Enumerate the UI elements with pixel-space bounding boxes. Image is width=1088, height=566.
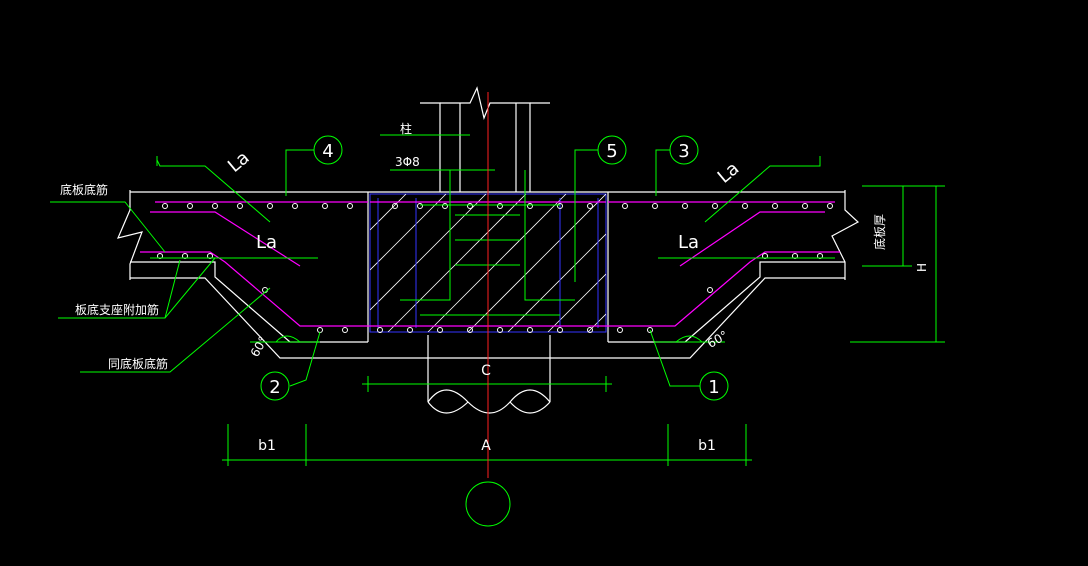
label-la-mid-right: La [678, 232, 699, 253]
top-bar-dots [162, 203, 833, 209]
label-slab-bottom-rebar: 底板底筋 [60, 182, 108, 197]
marker-2-label: 2 [269, 377, 280, 398]
rebars [140, 201, 840, 333]
label-height-h: H [915, 263, 929, 272]
label-dim-a: A [481, 438, 491, 454]
marker-5: 5 [597, 135, 627, 165]
column-hatch [369, 193, 607, 333]
marker-3-label: 3 [678, 141, 689, 162]
marker-4-label: 4 [322, 141, 333, 162]
label-support-extra-rebar: 板底支座附加筋 [75, 302, 159, 317]
marker-1-label: 1 [708, 377, 719, 398]
marker-3: 3 [669, 135, 699, 165]
label-la-top-left: La [224, 147, 254, 177]
label-dim-b1-right: b1 [698, 438, 716, 454]
label-column-rebar: 3Φ8 [395, 155, 420, 169]
marker-2: 2 [260, 371, 290, 401]
label-column: 柱 [400, 121, 412, 136]
marker-5-label: 5 [606, 141, 617, 162]
label-angle-left: 60° [248, 334, 271, 359]
label-same-as-bottom: 同底板底筋 [108, 356, 168, 371]
label-dim-c: C [481, 363, 491, 379]
label-dim-b1-left: b1 [258, 438, 276, 454]
label-angle-right: 60° [705, 328, 730, 351]
label-la-top-right: La [714, 158, 744, 188]
leaders [50, 134, 945, 466]
marker-4: 4 [313, 135, 343, 165]
label-slab-thickness: 底板厚 [872, 214, 887, 250]
axis-bubble [465, 481, 511, 527]
slab-outline [116, 86, 860, 414]
marker-1: 1 [699, 371, 729, 401]
column-inner-rebars [400, 170, 575, 316]
label-la-mid-left: La [256, 232, 277, 253]
